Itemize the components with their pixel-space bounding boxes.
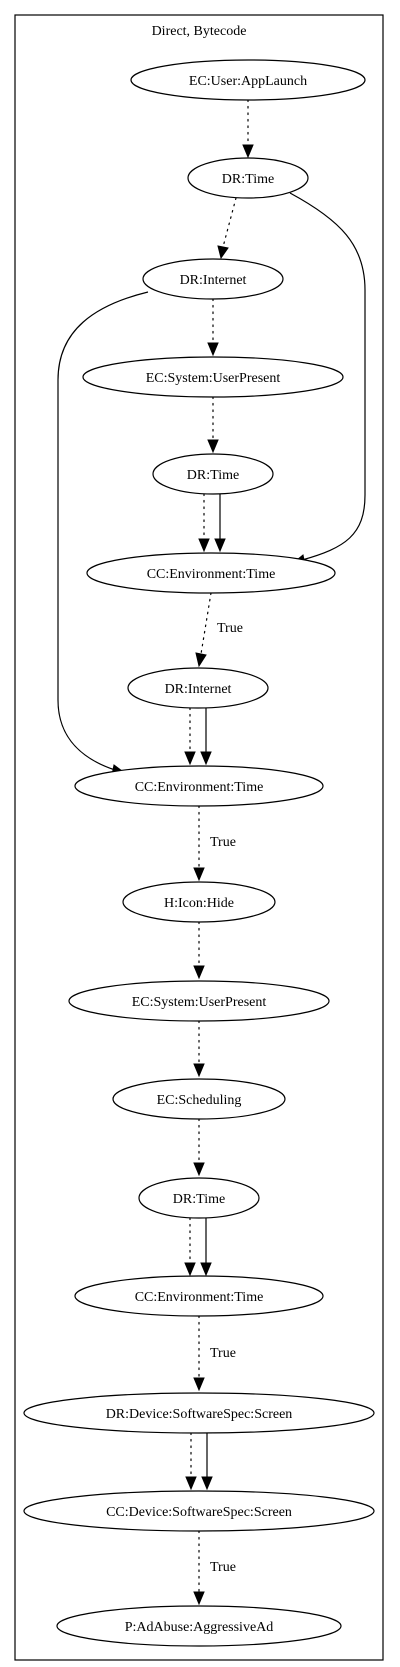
edge-n2-n3	[217, 197, 237, 260]
node-ec-scheduling[interactable]: EC:Scheduling	[112, 1078, 286, 1120]
arrowhead	[195, 652, 207, 668]
node-label: DR:Internet	[180, 273, 247, 288]
arrowhead	[184, 751, 196, 766]
node-label: H:Icon:Hide	[164, 896, 234, 911]
arrowhead	[193, 1377, 205, 1392]
edge-label-true: True	[210, 1560, 236, 1575]
arrowhead	[207, 439, 219, 454]
node-label: EC:User:AppLaunch	[189, 74, 307, 89]
node-ec-user-applaunch[interactable]: EC:User:AppLaunch	[130, 59, 366, 101]
cluster-label: Direct, Bytecode	[152, 24, 247, 39]
node-ec-system-userpresent[interactable]: EC:System:UserPresent	[82, 356, 344, 398]
node-cc-device-softwarespec-screen[interactable]: CC:Device:SoftwareSpec:Screen	[23, 1490, 375, 1532]
node-label: DR:Time	[187, 468, 239, 483]
edge-n14-n15-dotted	[185, 1432, 197, 1491]
edge-n8-n9: True	[193, 805, 236, 882]
node-cc-environment-time[interactable]: CC:Environment:Time	[86, 552, 336, 594]
edge-n6-n7: True	[195, 592, 243, 668]
edge-n7-n8-solid	[200, 708, 212, 766]
arrowhead	[242, 144, 254, 159]
node-label: EC:System:UserPresent	[132, 995, 267, 1010]
node-dr-internet[interactable]: DR:Internet	[142, 258, 284, 300]
node-dr-time[interactable]: DR:Time	[138, 1177, 260, 1219]
edge-n5-n6-solid	[214, 494, 226, 553]
arrowhead	[217, 245, 229, 260]
node-label: DR:Device:SoftwareSpec:Screen	[106, 1407, 293, 1422]
node-cc-environment-time[interactable]: CC:Environment:Time	[74, 765, 324, 807]
arrowhead	[200, 751, 212, 766]
edge-n1-n2	[242, 99, 254, 159]
edge-n7-n8-dotted	[184, 707, 196, 766]
edge-n15-n16: True	[193, 1530, 236, 1606]
node-dr-internet[interactable]: DR:Internet	[127, 667, 269, 709]
edges: True True	[57, 99, 366, 1606]
edge-n9-n10	[193, 921, 205, 980]
arrowhead	[193, 1591, 205, 1606]
arrowhead	[193, 1162, 205, 1177]
node-label: CC:Device:SoftwareSpec:Screen	[106, 1505, 292, 1520]
node-dr-device-softwarespec-screen[interactable]: DR:Device:SoftwareSpec:Screen	[23, 1392, 375, 1434]
edge-label-true: True	[217, 621, 243, 636]
node-label: P:AdAbuse:AggressiveAd	[125, 1620, 274, 1635]
arrowhead	[200, 1262, 212, 1277]
edge-n3-n4	[207, 298, 219, 357]
node-label: DR:Time	[222, 172, 274, 187]
node-label: DR:Time	[173, 1192, 225, 1207]
node-p-adabuse-aggressivead[interactable]: P:AdAbuse:AggressiveAd	[56, 1605, 342, 1647]
arrowhead	[207, 342, 219, 357]
edge-n5-n6-dotted	[198, 493, 210, 553]
node-label: EC:System:UserPresent	[146, 371, 281, 386]
arrowhead	[184, 1262, 196, 1277]
edge-n4-n5	[207, 396, 219, 454]
arrowhead	[201, 1476, 213, 1491]
edge-n12-n13-solid	[200, 1218, 212, 1277]
arrowhead	[198, 538, 210, 553]
node-ec-system-userpresent[interactable]: EC:System:UserPresent	[68, 980, 330, 1022]
arrowhead	[185, 1476, 197, 1491]
nodes: EC:User:AppLaunch DR:Time DR:Internet EC…	[23, 59, 375, 1647]
arrowhead	[193, 867, 205, 882]
node-dr-time[interactable]: DR:Time	[152, 453, 274, 495]
edge-n12-n13-dotted	[184, 1217, 196, 1277]
edge-n11-n12	[193, 1118, 205, 1177]
node-label: CC:Environment:Time	[135, 780, 264, 795]
node-h-icon-hide[interactable]: H:Icon:Hide	[122, 881, 276, 923]
edge-n14-n15-solid	[201, 1433, 213, 1491]
node-label: EC:Scheduling	[157, 1093, 242, 1108]
node-label: CC:Environment:Time	[135, 1290, 264, 1305]
edge-label-true: True	[210, 835, 236, 850]
arrowhead	[193, 965, 205, 980]
node-label: CC:Environment:Time	[147, 567, 276, 582]
node-label: DR:Internet	[165, 682, 232, 697]
edge-n10-n11	[193, 1020, 205, 1078]
node-dr-time[interactable]: DR:Time	[187, 157, 309, 199]
arrowhead	[214, 538, 226, 553]
edge-n13-n14: True	[193, 1315, 236, 1392]
edge-label-true: True	[210, 1346, 236, 1361]
arrowhead	[193, 1063, 205, 1078]
node-cc-environment-time[interactable]: CC:Environment:Time	[74, 1275, 324, 1317]
